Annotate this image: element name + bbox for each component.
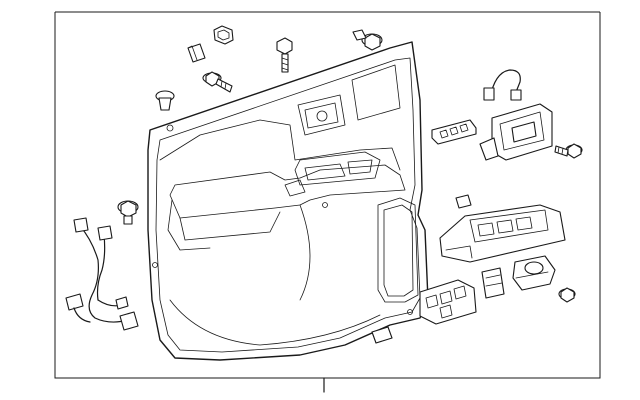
mirror-control-switch[interactable] xyxy=(512,255,556,291)
hex-nut-top[interactable] xyxy=(213,25,234,45)
door-trim-panel[interactable] xyxy=(147,41,429,361)
clip-fastener-top-left[interactable] xyxy=(187,43,206,63)
armrest-switch-panel[interactable] xyxy=(439,204,566,263)
screw-left-upper[interactable] xyxy=(202,71,233,93)
screw-left-middle[interactable] xyxy=(117,200,139,225)
screw-lower-right[interactable] xyxy=(558,287,576,303)
handle-screw[interactable] xyxy=(554,143,583,159)
bolt-top-center[interactable] xyxy=(276,37,293,73)
door-wire-harness-left[interactable] xyxy=(65,217,139,331)
door-wire-harness-right[interactable] xyxy=(483,69,522,101)
window-switch-bezel[interactable] xyxy=(431,119,477,145)
master-window-switch[interactable] xyxy=(419,279,477,325)
push-pin-retainer[interactable] xyxy=(155,90,175,111)
clip-small-right[interactable] xyxy=(455,194,472,209)
door-lock-switch[interactable] xyxy=(481,267,505,299)
diagram-frame xyxy=(54,11,601,379)
screw-flange-top-right[interactable] xyxy=(352,29,383,51)
clip-bottom[interactable] xyxy=(371,326,393,344)
inside-door-handle[interactable] xyxy=(479,103,553,161)
